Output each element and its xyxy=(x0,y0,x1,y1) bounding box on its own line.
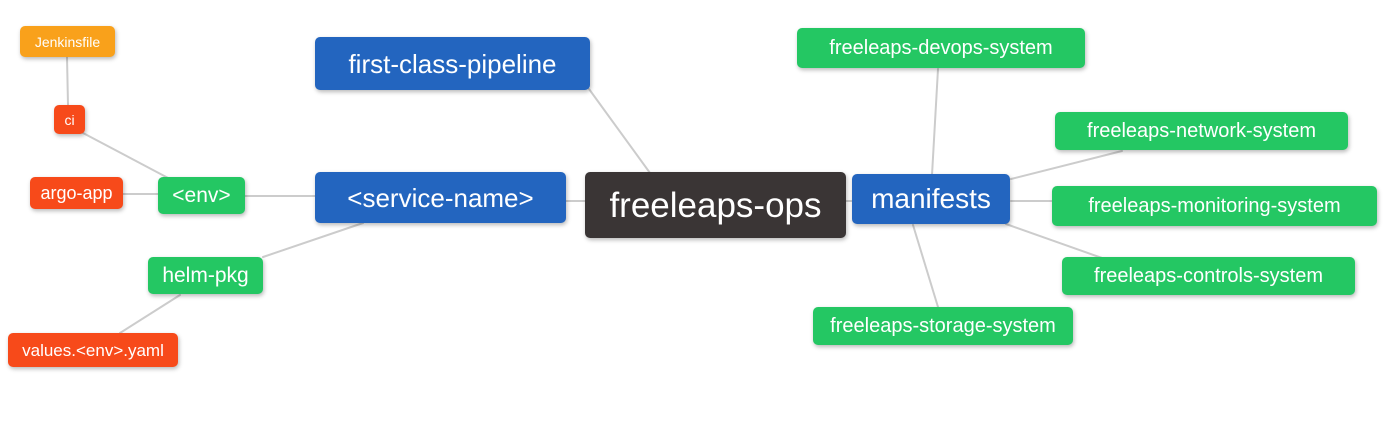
edge-manifests-controls xyxy=(1005,223,1103,259)
node-env[interactable]: <env> xyxy=(158,177,245,214)
node-network-system[interactable]: freeleaps-network-system xyxy=(1055,112,1348,150)
node-manifests[interactable]: manifests xyxy=(852,174,1010,224)
edge-values-helm-pkg xyxy=(119,294,181,334)
edge-manifests-devops xyxy=(931,68,939,176)
node-values-env-yaml[interactable]: values.<env>.yaml xyxy=(8,333,178,367)
node-argo-app[interactable]: argo-app xyxy=(30,177,123,209)
node-jenkinsfile[interactable]: Jenkinsfile xyxy=(20,26,115,57)
node-service-name[interactable]: <service-name> xyxy=(315,172,566,223)
edge-manifests-storage xyxy=(912,224,939,308)
node-controls-system[interactable]: freeleaps-controls-system xyxy=(1062,257,1355,295)
node-monitoring-system[interactable]: freeleaps-monitoring-system xyxy=(1052,186,1377,226)
node-ci[interactable]: ci xyxy=(54,105,85,134)
edge-manifests-network xyxy=(1010,150,1123,180)
node-freeleaps-ops[interactable]: freeleaps-ops xyxy=(585,172,846,238)
node-first-class-pipeline[interactable]: first-class-pipeline xyxy=(315,37,590,90)
node-devops-system[interactable]: freeleaps-devops-system xyxy=(797,28,1085,68)
edge-pipeline-ops xyxy=(588,88,651,174)
node-storage-system[interactable]: freeleaps-storage-system xyxy=(813,307,1073,345)
node-helm-pkg[interactable]: helm-pkg xyxy=(148,257,263,294)
edge-jenkinsfile-ci xyxy=(66,56,69,106)
edge-helm-pkg-service-name xyxy=(262,222,364,258)
edge-ci-env xyxy=(82,132,171,180)
